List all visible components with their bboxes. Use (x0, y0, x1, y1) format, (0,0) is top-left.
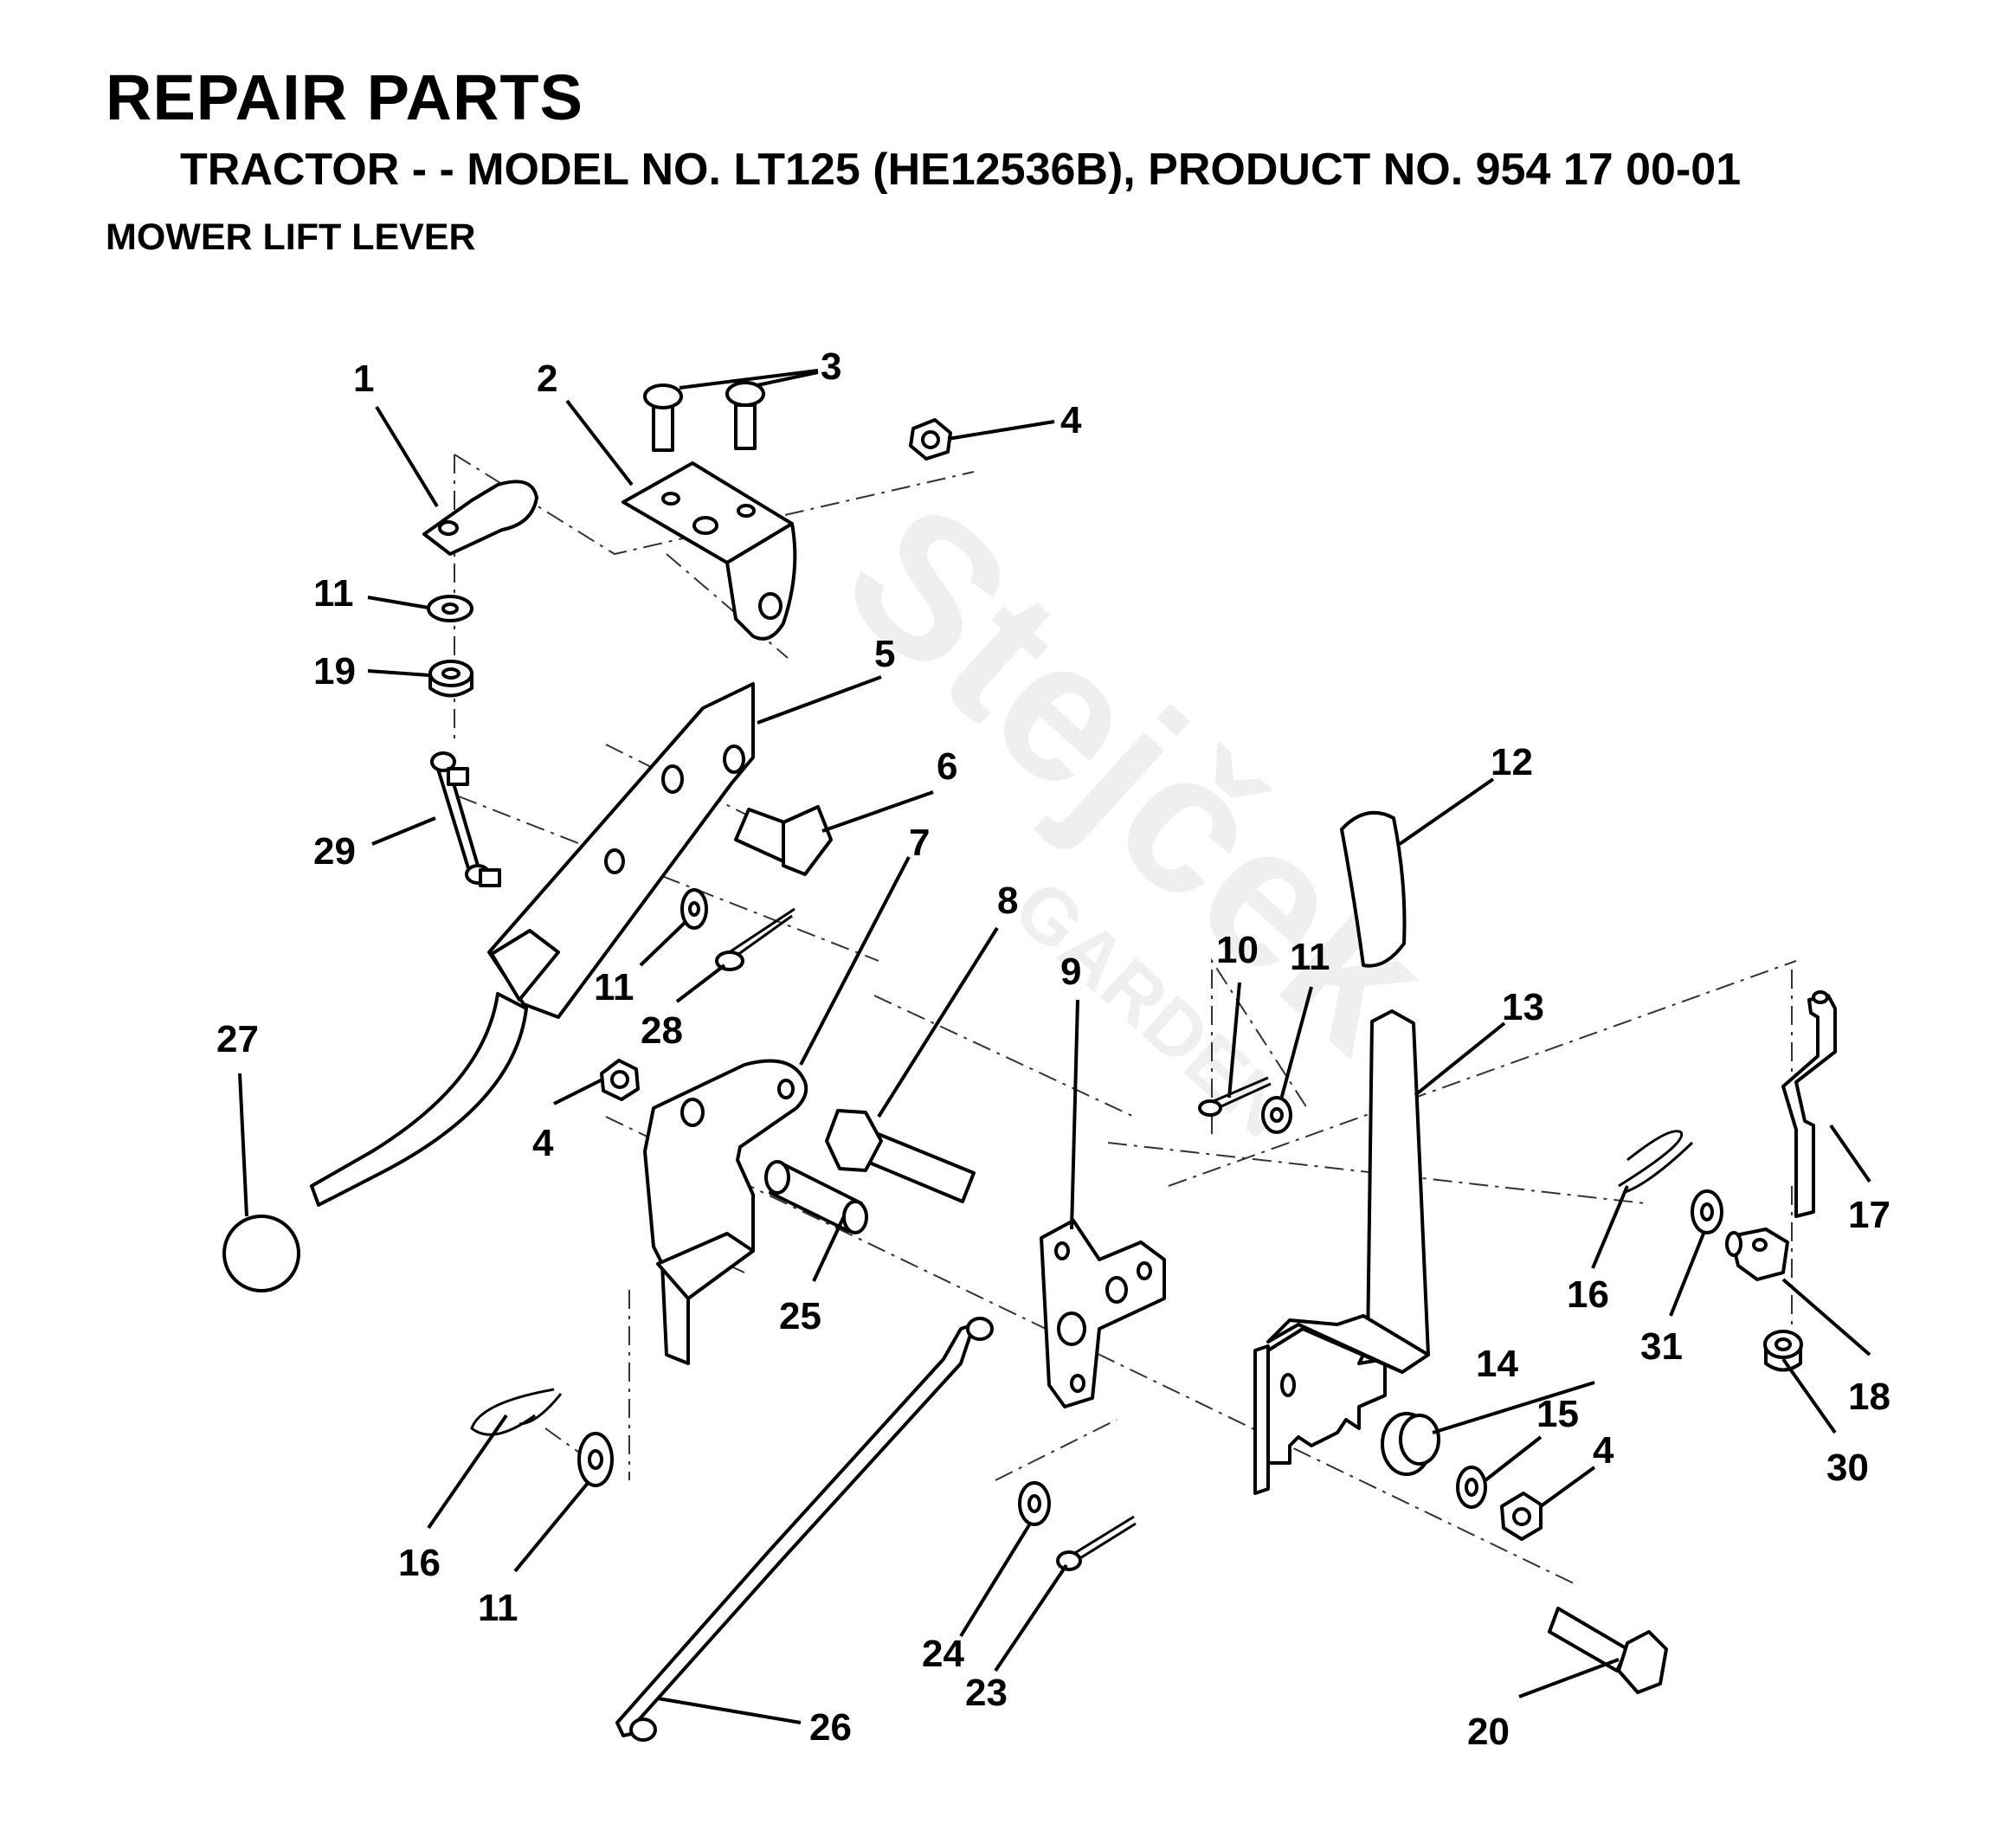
part-13-lever (1253, 1009, 1430, 1495)
part-7-bracket (643, 1059, 808, 1365)
callout-11-top: 11 (313, 572, 354, 615)
callout-29: 29 (313, 830, 356, 873)
callout-10: 10 (1216, 929, 1259, 971)
callout-2: 2 (537, 358, 557, 400)
callout-16-right: 16 (1567, 1273, 1609, 1316)
part-4-nut-left (600, 1059, 640, 1101)
callout-1: 1 (353, 358, 374, 400)
part-14-bushing (1381, 1412, 1440, 1476)
callout-26: 26 (809, 1706, 852, 1749)
callout-11-lever: 11 (1290, 936, 1330, 978)
callout-12: 12 (1491, 741, 1533, 783)
callout-18: 18 (1848, 1376, 1890, 1418)
callout-16-left: 16 (398, 1542, 441, 1584)
part-27-rod (222, 992, 528, 1292)
callout-31: 31 (1640, 1325, 1683, 1368)
watermark: Stejček GARDEN (804, 460, 1472, 1154)
callout-27: 27 (216, 1018, 259, 1060)
callout-9: 9 (1060, 950, 1081, 993)
part-18-trunnion (1725, 1228, 1789, 1281)
callout-8: 8 (997, 880, 1018, 922)
section-title: MOWER LIFT LEVER (106, 216, 476, 258)
part-24-washer (1018, 1481, 1051, 1526)
callout-6: 6 (937, 745, 957, 788)
callout-5: 5 (874, 633, 895, 675)
part-19-nut (428, 660, 473, 698)
part-11-washer-a (427, 595, 473, 622)
callout-30: 30 (1826, 1447, 1869, 1489)
part-31-washer (1691, 1189, 1723, 1234)
callout-20: 20 (1467, 1711, 1510, 1753)
callout-4-top: 4 (1060, 399, 1082, 441)
part-15-washer (1456, 1466, 1487, 1509)
callout-15: 15 (1536, 1393, 1579, 1435)
part-3-bolts (643, 381, 765, 452)
model-subtitle: TRACTOR - - MODEL NO. LT125 (HE12536B), … (180, 145, 1742, 195)
callout-24: 24 (922, 1633, 964, 1675)
leader-lines (238, 369, 1871, 1724)
part-17-rod (1781, 990, 1837, 1218)
part-25-spacer (764, 1160, 868, 1234)
part-6-bolt (734, 805, 833, 876)
part-12-grip (1340, 810, 1407, 968)
part-29-link (430, 751, 501, 887)
part-23-cotter-pin (1056, 1515, 1137, 1571)
part-9-plate (1040, 1219, 1166, 1408)
callout-25: 25 (779, 1295, 821, 1337)
callout-11-bottom: 11 (478, 1587, 518, 1629)
callout-labels: 1 2 3 4 11 19 5 6 29 7 8 11 28 27 4 9 10… (216, 345, 1890, 1753)
part-11-washer-b (680, 888, 708, 930)
part-4-nut-top (909, 418, 952, 461)
part-2-bracket (622, 461, 797, 641)
part-30-nut (1763, 1330, 1803, 1372)
callout-28: 28 (641, 1009, 683, 1052)
part-16-hair-pin-left (470, 1388, 563, 1436)
callout-19: 19 (313, 650, 356, 693)
callout-3: 3 (821, 345, 841, 388)
callout-7: 7 (909, 822, 930, 864)
page-title: REPAIR PARTS (106, 61, 583, 133)
callout-23: 23 (965, 1672, 1008, 1714)
part-4-nut-right (1500, 1492, 1543, 1541)
part-20-bolt (1548, 1607, 1668, 1694)
callout-4-left: 4 (532, 1122, 554, 1164)
part-1-clip (422, 480, 538, 556)
part-10-pin (1198, 1076, 1272, 1117)
callout-17: 17 (1848, 1194, 1890, 1236)
callout-14: 14 (1476, 1343, 1518, 1385)
callout-11-mid: 11 (594, 966, 634, 1008)
part-28-cotter-pin (715, 907, 795, 971)
part-11-washer-c (1261, 1096, 1292, 1134)
part-8-long-bolt (825, 1109, 976, 1203)
part-11-washer-d (577, 1432, 614, 1487)
part-5-lift-arm (487, 682, 755, 1019)
callout-4-right: 4 (1593, 1429, 1614, 1472)
part-16-hair-pin-right (1618, 1130, 1694, 1195)
callout-13: 13 (1502, 986, 1544, 1028)
part-26-lift-rod (615, 1317, 994, 1742)
